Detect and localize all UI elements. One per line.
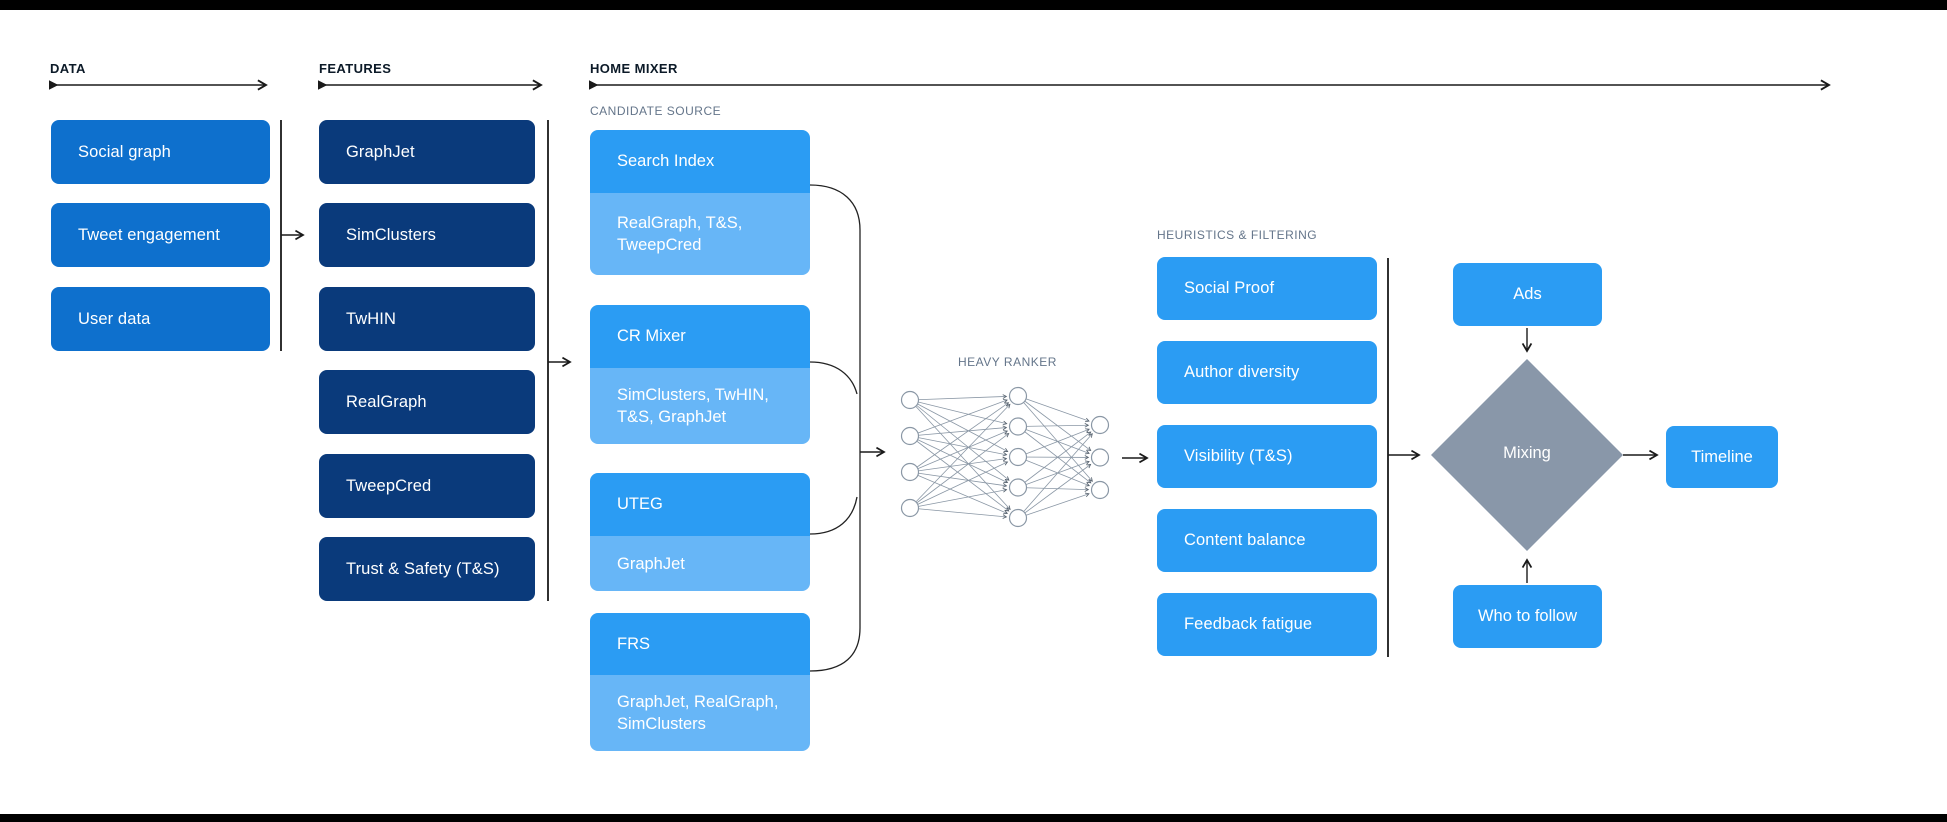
candidate-main-label: CR Mixer xyxy=(590,305,810,368)
nn-edge xyxy=(1017,456,1090,487)
nn-edge xyxy=(1017,431,1092,488)
section-label-features: FEATURES xyxy=(319,61,392,76)
candidate-sub-sources: GraphJet, RealGraph, SimClusters xyxy=(590,675,810,751)
nn-node xyxy=(1008,447,1028,467)
nn-edge xyxy=(909,399,1008,437)
nn-edge xyxy=(909,435,1010,512)
candidate-box-search-index: Search Index RealGraph, T&S, TweepCred xyxy=(590,130,810,275)
nn-edge xyxy=(1017,460,1090,488)
candidate-sub-sources: RealGraph, T&S, TweepCred xyxy=(590,193,810,275)
uteg-connector xyxy=(809,496,858,535)
who-to-follow-box: Who to follow xyxy=(1453,585,1602,648)
heuristic-box-social-proof: Social Proof xyxy=(1157,257,1377,320)
nn-edge xyxy=(1017,426,1090,455)
feature-box-realgraph: RealGraph xyxy=(319,370,535,434)
candidate-sub-sources: SimClusters, TwHIN, T&S, GraphJet xyxy=(590,368,810,444)
nn-edge xyxy=(909,435,1008,457)
search-index-connector xyxy=(809,184,861,628)
label-heuristics-filtering: HEURISTICS & FILTERING xyxy=(1157,228,1318,242)
nn-node xyxy=(1090,448,1110,467)
nn-edge xyxy=(909,430,1009,473)
section-label-home-mixer: HOME MIXER xyxy=(590,61,678,76)
nn-node xyxy=(1008,478,1028,497)
nn-edge xyxy=(909,433,1010,509)
nn-edge xyxy=(1017,395,1092,452)
nn-edge xyxy=(1017,492,1090,519)
candidate-main-label: Search Index xyxy=(590,130,810,193)
feature-box-trust-safety: Trust & Safety (T&S) xyxy=(319,537,535,601)
feature-box-simclusters: SimClusters xyxy=(319,203,535,267)
ads-box: Ads xyxy=(1453,263,1602,326)
cr-mixer-connector xyxy=(809,361,858,395)
nn-edge xyxy=(1017,428,1090,458)
nn-node xyxy=(1008,417,1028,436)
nn-edge xyxy=(909,456,1008,473)
nn-node xyxy=(1008,386,1028,406)
candidate-main-label: UTEG xyxy=(590,473,810,536)
nn-edge xyxy=(909,461,1009,509)
nn-edge xyxy=(909,425,1008,437)
nn-edge xyxy=(909,471,1009,515)
heuristic-box-feedback-fatigue: Feedback fatigue xyxy=(1157,593,1377,656)
bottom-black-bar xyxy=(0,814,1947,822)
nn-edge xyxy=(909,402,1010,473)
candidate-main-label: FRS xyxy=(590,613,810,675)
heuristic-box-author-diversity: Author diversity xyxy=(1157,341,1377,404)
nn-edge xyxy=(909,507,1008,519)
timeline-box: Timeline xyxy=(1666,426,1778,488)
nn-edge xyxy=(909,399,1010,481)
candidate-box-uteg: UTEG GraphJet xyxy=(590,473,810,591)
nn-edge xyxy=(1017,433,1093,519)
heavy-ranker-network xyxy=(900,386,1110,528)
nn-node xyxy=(900,462,920,482)
nn-edge xyxy=(909,394,1008,401)
nn-edge xyxy=(909,399,1008,426)
nn-node xyxy=(900,498,920,518)
nn-edge xyxy=(909,471,1008,488)
nn-edge xyxy=(1017,395,1093,482)
label-candidate-source: CANDIDATE SOURCE xyxy=(590,104,722,118)
heuristic-box-content-balance: Content balance xyxy=(1157,509,1377,572)
nn-node xyxy=(1090,415,1110,435)
heuristic-box-visibility: Visibility (T&S) xyxy=(1157,425,1377,488)
nn-edge xyxy=(1017,395,1090,423)
section-label-data: DATA xyxy=(50,61,86,76)
feature-box-tweepcred: TweepCred xyxy=(319,454,535,518)
candidate-box-cr-mixer: CR Mixer SimClusters, TwHIN, T&S, GraphJ… xyxy=(590,305,810,444)
candidate-box-frs: FRS GraphJet, RealGraph, SimClusters xyxy=(590,613,810,751)
mixing-diamond xyxy=(1431,359,1623,551)
top-black-bar xyxy=(0,0,1947,10)
nn-node xyxy=(900,390,920,410)
nn-edge xyxy=(909,488,1008,509)
nn-node xyxy=(1090,480,1110,500)
feature-box-graphjet: GraphJet xyxy=(319,120,535,184)
feature-box-twhin: TwHIN xyxy=(319,287,535,351)
nn-edge xyxy=(1017,463,1092,519)
candidate-sub-sources: GraphJet xyxy=(590,536,810,591)
nn-node xyxy=(900,426,920,446)
data-box-social-graph: Social graph xyxy=(51,120,270,184)
nn-edge xyxy=(1017,422,1090,428)
nn-edge xyxy=(909,435,1009,484)
nn-edge xyxy=(909,403,1011,509)
mixing-label: Mixing xyxy=(1503,444,1551,462)
nn-edge xyxy=(909,399,1011,511)
frs-connector xyxy=(809,627,861,672)
label-heavy-ranker: HEAVY RANKER xyxy=(958,355,1057,369)
nn-edge xyxy=(1017,487,1090,492)
data-box-tweet-engagement: Tweet engagement xyxy=(51,203,270,267)
nn-node xyxy=(1008,508,1028,528)
nn-edge xyxy=(909,399,1009,453)
data-box-user-data: User data xyxy=(51,287,270,351)
